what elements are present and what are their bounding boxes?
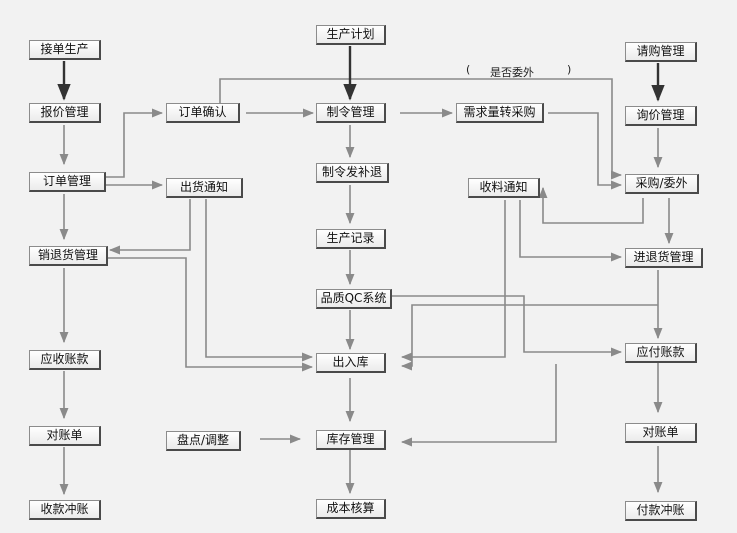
edge-outsource-loop: [219, 78, 623, 180]
annotation-paren-open: (: [466, 63, 471, 76]
node-shipping-notice[interactable]: 出货通知: [166, 178, 243, 198]
annotation-paren-close: ): [567, 63, 572, 76]
annotation-outsource-question: 是否委外: [490, 66, 534, 79]
node-order-production[interactable]: 接单生产: [29, 40, 101, 60]
node-receivables[interactable]: 应收账款: [29, 350, 101, 370]
edge-n23-n20: [538, 186, 644, 224]
edge-n19-n23: [548, 112, 623, 190]
edge-n24-n16: [400, 304, 658, 371]
node-work-order-issue[interactable]: 制令发补退: [316, 163, 389, 183]
edge-n15-n25: [392, 295, 623, 357]
node-demand-to-purchase[interactable]: 需求量转采购: [456, 103, 544, 123]
edge-n4-n16: [108, 257, 314, 372]
node-quotation[interactable]: 报价管理: [29, 103, 101, 123]
node-production-record[interactable]: 生产记录: [316, 229, 386, 249]
node-work-order[interactable]: 制令管理: [316, 103, 386, 123]
node-order-management[interactable]: 订单管理: [29, 172, 106, 192]
node-purchase-outsource[interactable]: 采购/委外: [625, 174, 699, 194]
node-qc-system[interactable]: 品质QC系统: [316, 289, 392, 309]
node-production-plan[interactable]: 生产计划: [316, 25, 386, 45]
edge-n20-n16: [400, 200, 506, 362]
node-order-confirm[interactable]: 订单确认: [166, 103, 240, 123]
edge-n3-n8: [106, 108, 164, 178]
node-sales-returns[interactable]: 销退货管理: [29, 246, 108, 266]
node-stock-in-out[interactable]: 出入库: [316, 353, 386, 373]
node-statement-right[interactable]: 对账单: [625, 423, 697, 443]
edge-n25-n17: [400, 364, 557, 447]
node-collection-writeoff[interactable]: 收款冲账: [29, 500, 101, 520]
node-purchase-returns[interactable]: 进退货管理: [625, 248, 703, 268]
node-costing[interactable]: 成本核算: [316, 499, 386, 519]
node-inventory[interactable]: 库存管理: [316, 430, 386, 450]
edge-n9-n4: [108, 199, 191, 255]
edge-n9-n16: [205, 199, 314, 362]
node-stocktake-adjust[interactable]: 盘点/调整: [166, 431, 241, 451]
edge-n20-n24: [519, 200, 623, 262]
node-payables[interactable]: 应付账款: [625, 343, 697, 363]
node-requisition[interactable]: 请购管理: [625, 42, 697, 62]
node-payment-writeoff[interactable]: 付款冲账: [625, 501, 697, 521]
node-receiving-notice[interactable]: 收料通知: [468, 178, 540, 198]
node-inquiry[interactable]: 询价管理: [625, 106, 697, 126]
node-statement-left[interactable]: 对账单: [29, 426, 101, 446]
